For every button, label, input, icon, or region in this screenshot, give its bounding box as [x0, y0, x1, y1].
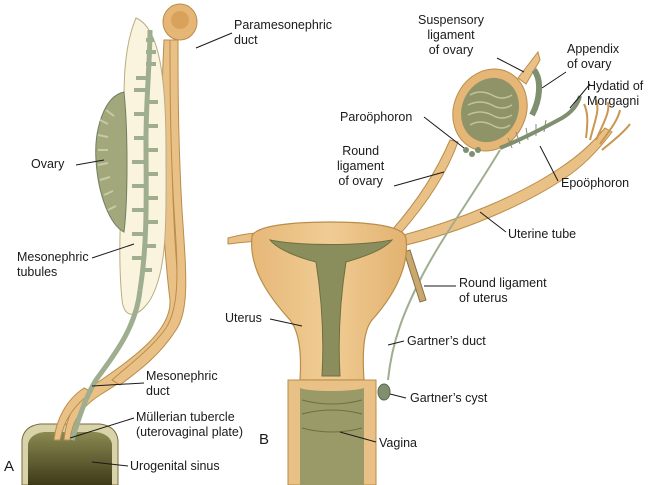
label-line: Round	[342, 144, 380, 158]
label-round-ligament-of-uterus: Round ligament of uterus	[459, 276, 547, 306]
label-epoophoron: Epoöphoron	[561, 176, 630, 190]
leader-paroophoron	[423, 116, 465, 149]
label-line: Hydatid of	[587, 79, 644, 93]
paroophoron	[463, 147, 481, 157]
label-paroophoron: Paroöphoron	[340, 110, 413, 124]
urogenital-sinus	[21, 423, 119, 485]
leader-gartners-cyst	[389, 393, 407, 399]
panel-letter-a: A	[4, 458, 15, 475]
label-line: of ovary	[428, 43, 474, 57]
label-gartners-cyst: Gartner’s cyst	[410, 391, 488, 405]
label-line: Appendix	[567, 42, 620, 56]
label-appendix-of-ovary: Appendix of ovary	[567, 42, 619, 72]
leader-ovary	[75, 159, 105, 166]
leader-epoophoron	[539, 145, 559, 182]
label-uterine-tube: Uterine tube	[508, 227, 577, 241]
leader-lines	[69, 32, 591, 467]
leader-mesonephric-tubules	[91, 243, 135, 259]
uterus	[251, 221, 408, 381]
fimbriae	[583, 99, 631, 151]
label-line: duct	[146, 384, 170, 398]
label-paramesonephric-duct: Paramesonephric duct	[234, 18, 332, 48]
label-line: Suspensory	[418, 13, 485, 27]
panel-b-drawing	[227, 50, 631, 485]
label-line: Round ligament	[459, 276, 547, 290]
leader-mesonephric-duct	[91, 382, 145, 387]
panel-a-drawing	[21, 3, 198, 485]
label-line: Mesonephric	[17, 250, 89, 264]
ovary-a	[95, 91, 128, 233]
leader-uterus	[269, 318, 303, 327]
label-mesonephric-tubules: Mesonephric tubules	[17, 250, 89, 280]
ovary-b	[452, 68, 528, 152]
gartners-cyst-shape	[377, 383, 391, 401]
label-line: ligament	[337, 159, 385, 173]
label-line: of uterus	[459, 291, 508, 305]
label-line: of ovary	[338, 174, 383, 188]
label-vagina: Vagina	[379, 436, 417, 450]
label-line: ligament	[427, 28, 475, 42]
label-line: duct	[234, 33, 258, 47]
label-line: tubules	[17, 265, 58, 279]
label-line: Morgagni	[587, 94, 640, 108]
label-line: (uterovaginal plate)	[136, 425, 244, 439]
label-ovary-a: Ovary	[31, 157, 65, 171]
leader-paramesonephric	[195, 32, 233, 49]
label-round-ligament-of-ovary: Round ligament of ovary	[337, 144, 384, 189]
label-gartners-duct: Gartner’s duct	[407, 334, 486, 348]
label-uterus: Uterus	[225, 311, 262, 325]
label-line: Mesonephric	[146, 369, 218, 383]
panel-letter-b: B	[259, 431, 270, 448]
mesonephros	[69, 17, 167, 441]
leader-appendix	[541, 71, 567, 89]
label-urogenital-sinus: Urogenital sinus	[130, 459, 220, 473]
label-mullerian-tubercle: Müllerian tubercle (uterovaginal plate)	[136, 410, 243, 440]
leader-gartners-duct	[387, 340, 405, 346]
leader-mullerian	[69, 417, 135, 439]
label-line: Müllerian tubercle	[136, 410, 235, 424]
leader-vagina	[339, 431, 377, 443]
label-mesonephric-duct: Mesonephric duct	[146, 369, 218, 399]
label-line: of ovary	[567, 57, 612, 71]
leader-suspensory	[496, 57, 525, 73]
label-line: Paramesonephric	[234, 18, 332, 32]
vagina	[287, 379, 377, 485]
label-suspensory-ligament: Suspensory ligament of ovary	[418, 13, 484, 58]
epoophoron	[499, 68, 582, 150]
label-hydatid-of-morgagni: Hydatid of Morgagni	[587, 79, 643, 109]
leader-uterine-tube	[479, 211, 507, 233]
leader-urogenital-sinus	[91, 461, 129, 467]
leader-round-ligament-ovary	[393, 171, 445, 187]
leader-hydatid	[569, 83, 591, 109]
